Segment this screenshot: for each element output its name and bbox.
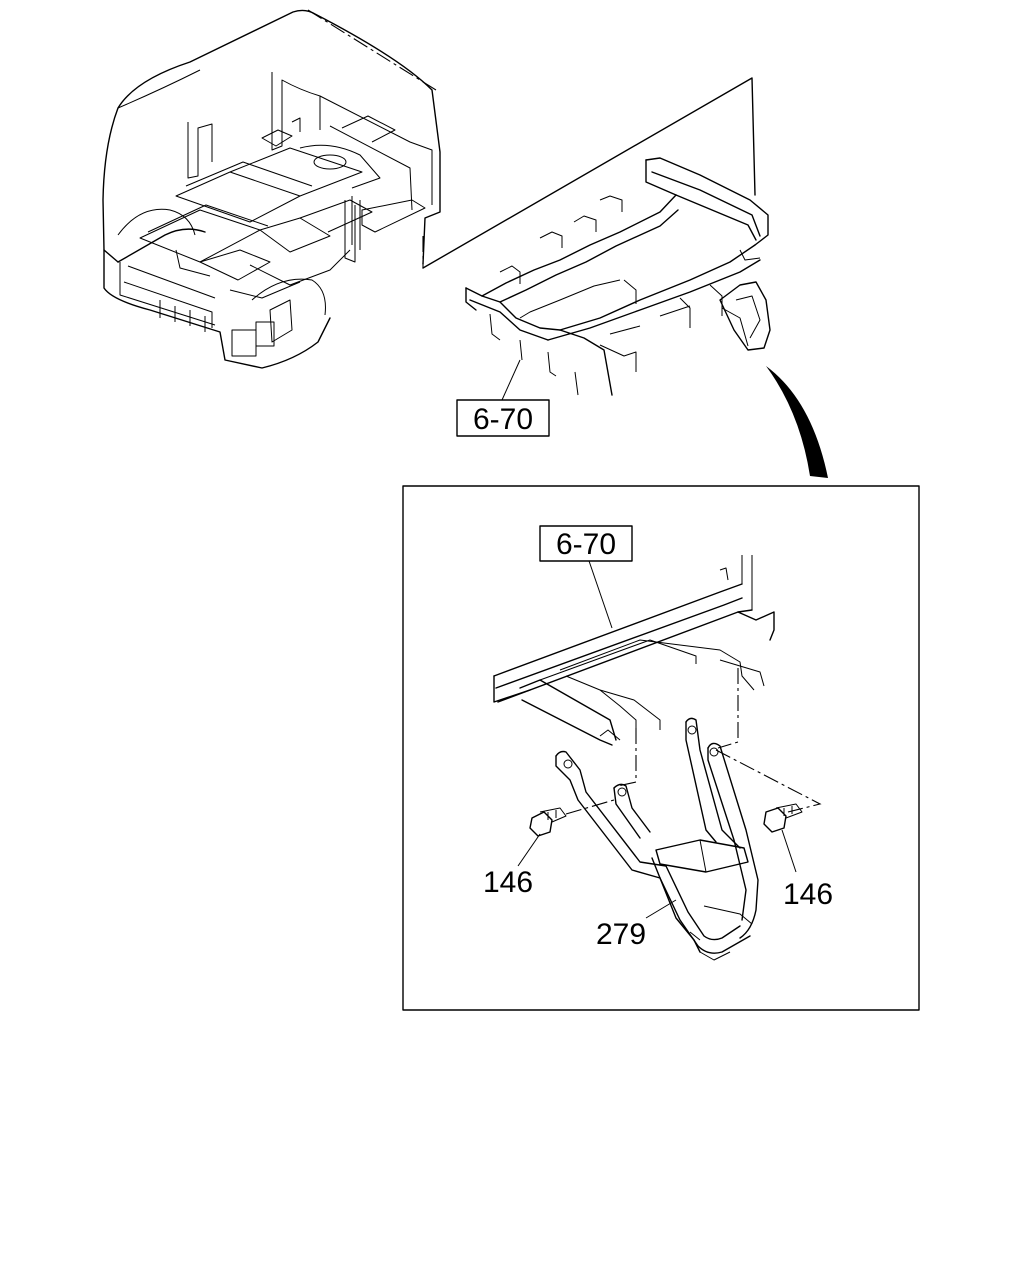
step-bracket xyxy=(555,717,759,961)
callout-bolt-right: 146 xyxy=(783,878,833,911)
assembly-line-right xyxy=(717,668,739,749)
projection-line xyxy=(422,77,756,269)
callout-frame-ref-top: 6-70 xyxy=(473,403,533,436)
callout-bolt-left: 146 xyxy=(483,866,533,899)
leader-step-bracket xyxy=(645,899,677,919)
detail-view-frame xyxy=(402,485,920,1011)
leader-frame-ref-top xyxy=(501,359,521,401)
leader-frame-ref-detail xyxy=(587,557,613,629)
detail-frame-section xyxy=(493,555,775,746)
bolt-left-part xyxy=(529,807,567,837)
callout-box-frame-ref-top xyxy=(456,399,550,437)
callout-frame-ref-detail: 6-70 xyxy=(556,528,616,561)
truck-cab-illustration xyxy=(102,9,441,369)
assembly-line-bolt-left xyxy=(565,799,615,815)
leader-bolt-left xyxy=(517,833,541,867)
assembly-line-bolt-right xyxy=(715,749,822,813)
callout-box-frame-ref-detail xyxy=(539,525,633,562)
callout-step-bracket: 279 xyxy=(596,918,646,951)
floor-frame-assembly xyxy=(465,157,771,396)
bolt-right-part xyxy=(763,803,803,833)
assembly-line-left xyxy=(617,728,637,787)
detail-arrow xyxy=(766,366,828,478)
assembly-line-roof xyxy=(307,9,437,91)
leader-bolt-right xyxy=(781,829,797,873)
